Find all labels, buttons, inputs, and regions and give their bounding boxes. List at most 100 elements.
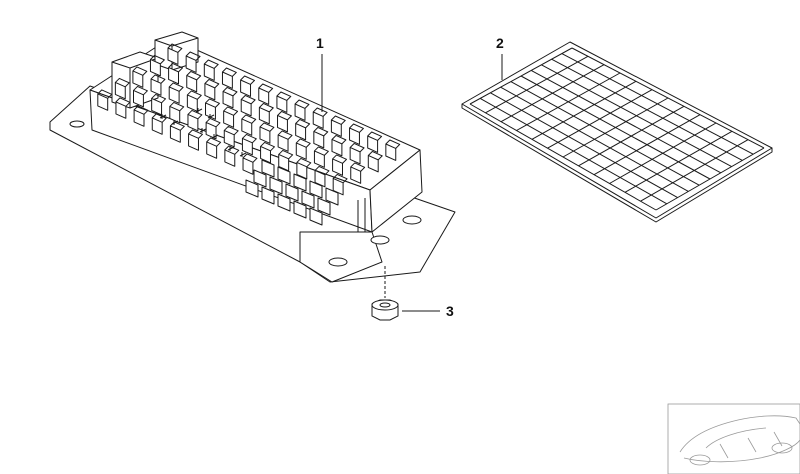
fuse-blade-grid <box>97 43 401 196</box>
card-grid-line <box>624 130 733 193</box>
fuse-blade-top <box>240 94 256 105</box>
fuse-blade-top <box>185 51 201 61</box>
fuse-blade-top <box>186 70 202 81</box>
nut-hole <box>379 302 391 308</box>
fuse-blade-top <box>278 149 294 160</box>
leader-lines <box>321 54 503 312</box>
fuse-blade <box>367 154 379 173</box>
fuse-blade-top <box>296 157 312 168</box>
fuse-blade-top <box>314 146 329 156</box>
mounting-slot <box>402 215 422 225</box>
fuse-blade <box>277 114 288 133</box>
card-grid-line <box>516 72 621 131</box>
terminal-mark <box>171 120 179 125</box>
fuse-blade-top <box>259 122 275 132</box>
fuse-blade <box>240 79 252 97</box>
terminal-mark <box>159 114 167 119</box>
fuse-blade <box>115 101 127 119</box>
fuse-blade-top <box>206 137 222 147</box>
fuse-blade <box>309 207 323 226</box>
fuse-blade <box>133 89 144 108</box>
fuse-blade <box>223 129 235 148</box>
fuse-blade <box>296 161 308 180</box>
fuse-blade <box>245 179 259 198</box>
fuse-blade <box>325 187 339 206</box>
terminal-mark <box>211 134 219 139</box>
fuse-box-front-bracket <box>299 231 383 283</box>
fuse-blade <box>294 103 306 121</box>
relay-edge <box>171 37 199 47</box>
fuse-box <box>49 31 456 283</box>
fuse-blade <box>188 133 199 151</box>
fuse-blade-top <box>150 74 166 84</box>
fuse-blade <box>260 145 271 164</box>
fuse-blade-top <box>222 67 237 77</box>
fuse-blade-top <box>115 97 131 107</box>
fuse-blade-top <box>242 153 258 163</box>
fuse-blade <box>169 105 181 124</box>
fuse-blade <box>277 193 291 212</box>
fuse-blade <box>285 183 299 202</box>
fuse-blade-top <box>223 125 239 136</box>
fuse-card <box>461 41 773 223</box>
terminal-mark <box>199 128 207 133</box>
fuse-blade <box>221 71 233 89</box>
fuse-blade <box>242 157 254 175</box>
fuse-blade <box>97 93 109 111</box>
relay-edge <box>111 61 131 69</box>
mounting-slot <box>328 257 348 267</box>
fuse-card-grid <box>469 47 765 211</box>
fuse-blade-top <box>97 89 113 99</box>
fuse-blade <box>258 87 270 105</box>
fuse-blade-top <box>367 131 383 141</box>
terminal-mark <box>227 146 235 151</box>
fuse-blade <box>261 186 275 205</box>
card-grid-line <box>562 97 669 158</box>
vehicle-location-thumbnail <box>667 403 800 474</box>
relay-edge <box>154 39 173 47</box>
fuse-blade-top <box>260 141 275 152</box>
fuse-blade-top <box>223 106 239 116</box>
fuse-blade <box>309 180 323 199</box>
card-grid-line <box>609 122 717 184</box>
fuse-blade-top <box>114 77 130 88</box>
fuse-blade-top <box>224 145 240 155</box>
thumbnail-frame <box>667 403 800 474</box>
fuse-blade <box>168 66 180 85</box>
callout-1: 1 <box>316 35 324 51</box>
card-grid-line <box>500 64 605 123</box>
fuse-blade <box>293 173 307 192</box>
fuse-blade-top <box>205 117 221 128</box>
nut <box>371 299 399 321</box>
fuse-blade-top <box>276 91 292 101</box>
card-grid-line <box>547 89 653 149</box>
fuse-blade-top <box>205 98 220 108</box>
fuse-blade-top <box>350 162 366 172</box>
fuse-blade <box>313 150 325 168</box>
fuse-blade <box>261 159 275 178</box>
fuse-blade-top <box>242 133 257 144</box>
fuse-blade <box>259 126 271 144</box>
fuse-blade <box>203 63 215 81</box>
fuse-blade <box>132 70 144 88</box>
terminal-marks <box>159 108 247 157</box>
fuse-blade-top <box>168 62 184 73</box>
fuse-blade <box>331 138 343 157</box>
fuse-blade-top <box>204 78 220 89</box>
fuse-blade <box>168 86 180 104</box>
fuse-blade <box>385 143 397 161</box>
callout-3: 3 <box>446 303 454 319</box>
fuse-blade <box>278 153 290 172</box>
fuse-blade-top <box>314 165 330 176</box>
fuse-blade <box>206 141 218 159</box>
fuse-blade-top <box>169 101 185 112</box>
fuse-blade <box>151 117 163 135</box>
relay-edge <box>129 57 159 69</box>
fuse-blade <box>295 142 307 160</box>
card-grid-line <box>469 47 573 105</box>
fuse-card-edge <box>461 104 773 223</box>
fuse-blade-top <box>313 126 329 137</box>
fuse-blade <box>277 166 291 185</box>
